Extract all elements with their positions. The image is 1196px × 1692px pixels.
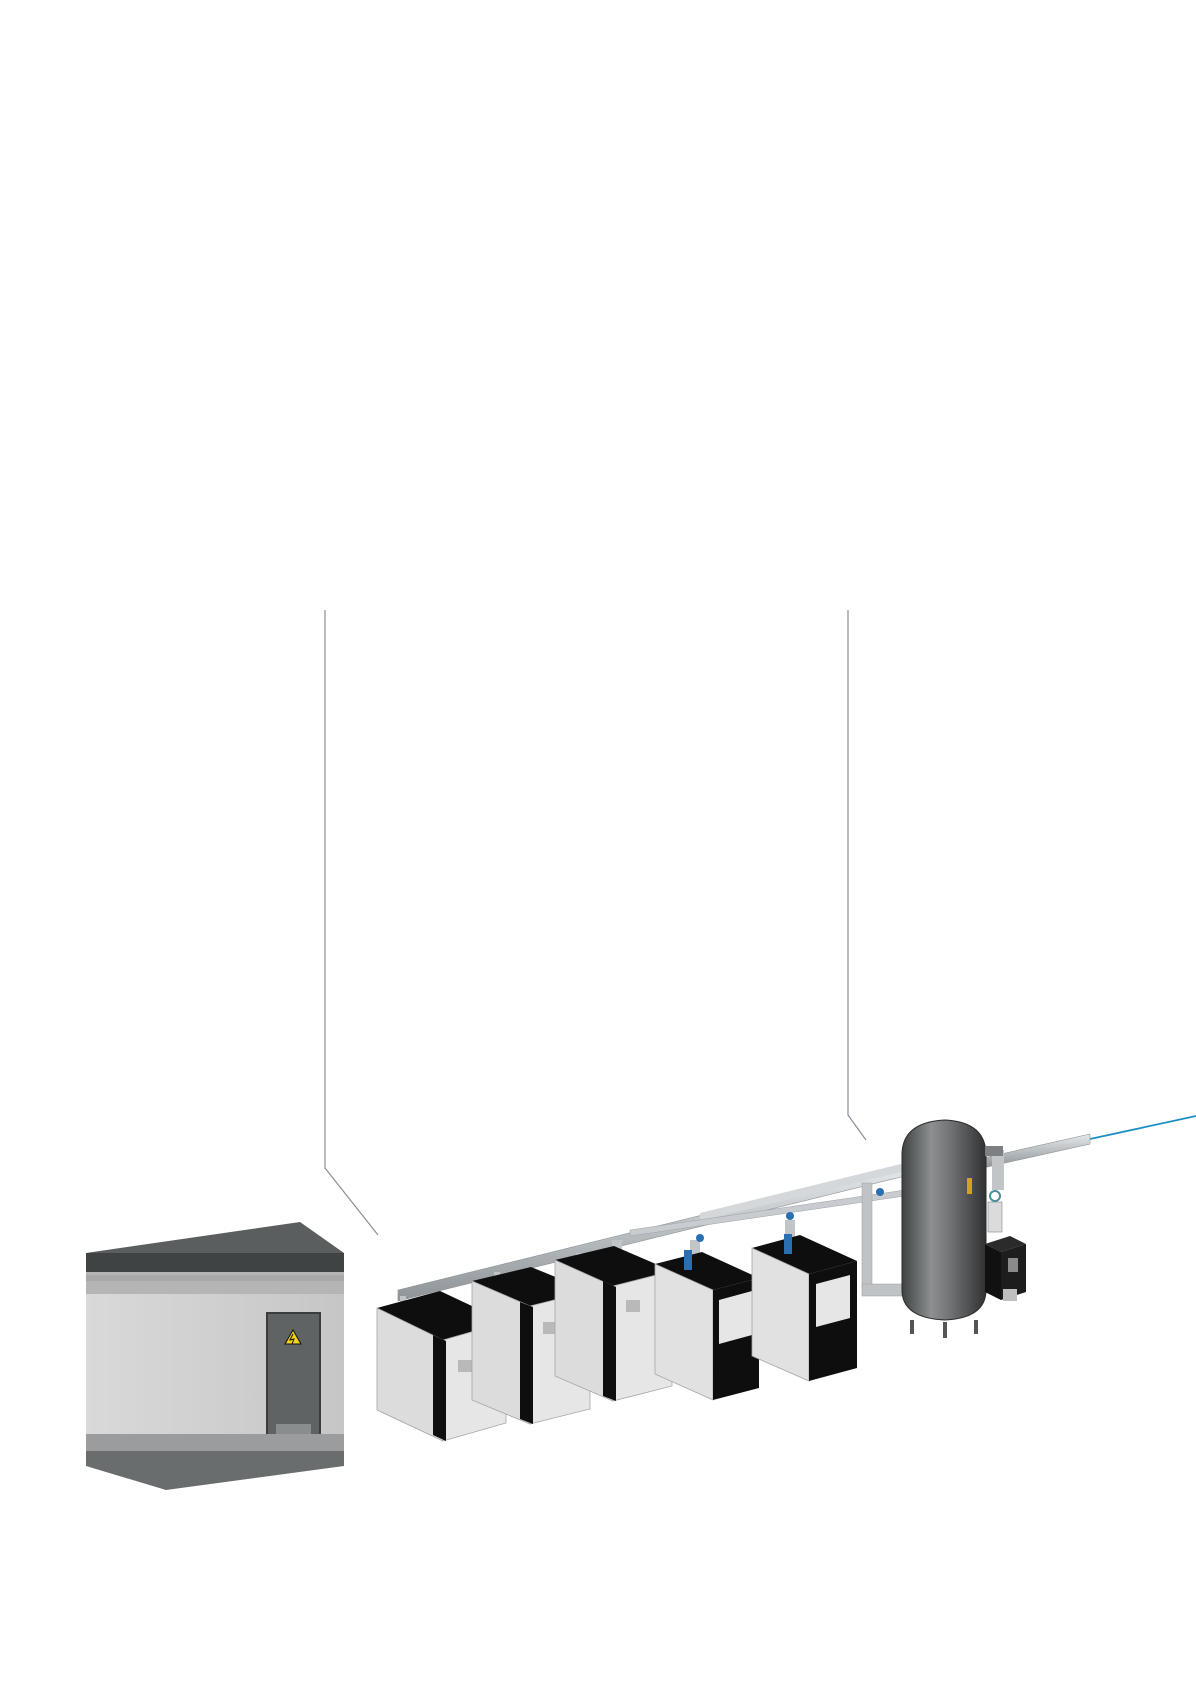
- outlet-callout-line: [1089, 1115, 1196, 1140]
- oil-water-separator: [985, 1190, 1026, 1301]
- callout-line-right: [847, 610, 867, 1141]
- compressor-unit-3: [554, 1246, 673, 1402]
- receiver-tank: [901, 1119, 1003, 1338]
- callout-line-left: [324, 610, 379, 1236]
- warning-icon: [284, 1328, 302, 1345]
- transformer-station: [86, 1222, 344, 1490]
- dryer-unit-2: [751, 1234, 857, 1382]
- dryer-unit-1: [654, 1250, 759, 1401]
